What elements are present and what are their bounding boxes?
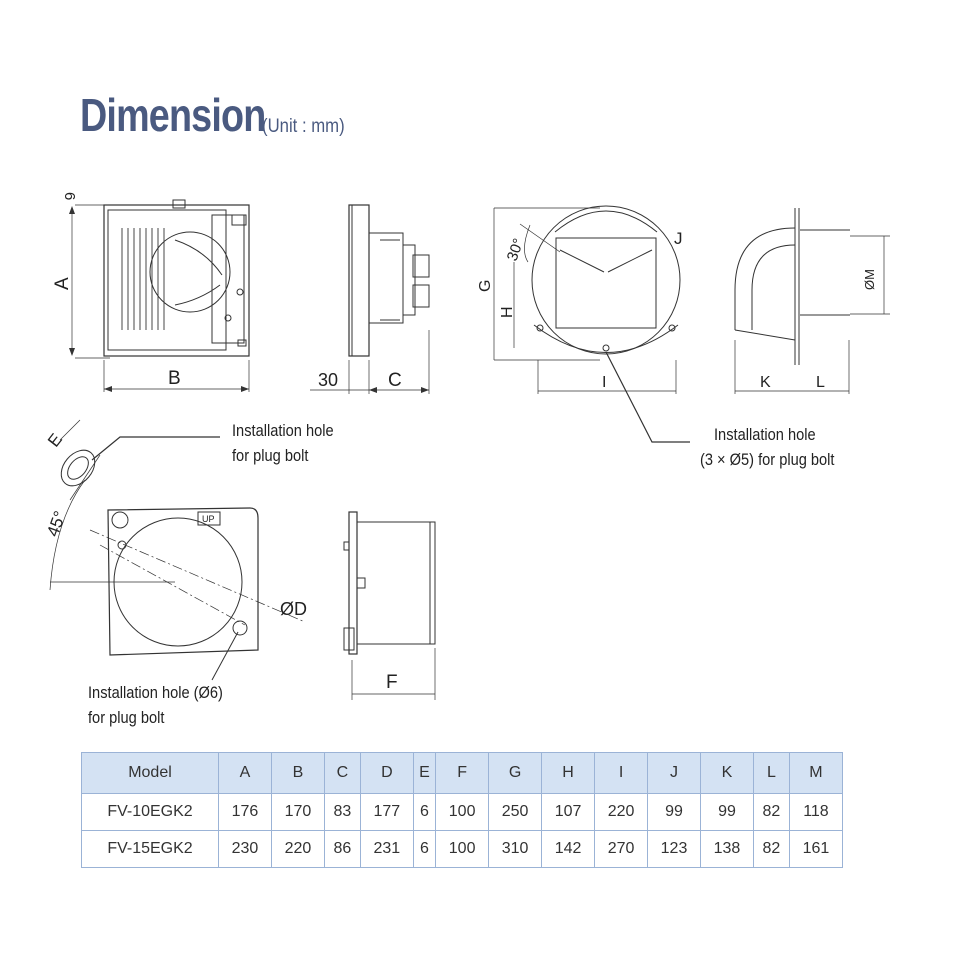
note-line: Installation hole	[232, 421, 334, 440]
table-cell: 161	[788, 830, 844, 868]
table-cell: 99	[700, 793, 754, 831]
label-six: 6	[61, 192, 78, 200]
label-m: ØM	[862, 269, 877, 290]
label-h: H	[499, 306, 516, 318]
header-cell: A	[218, 752, 272, 794]
table-cell: FV-10EGK2	[81, 793, 219, 831]
label-f: F	[386, 672, 398, 693]
table-cell: 82	[752, 830, 790, 868]
front-view	[69, 199, 250, 392]
hood-side-view	[734, 208, 890, 394]
table-cell: 86	[323, 830, 361, 868]
note-line: Installation hole	[714, 425, 816, 444]
note-plug-hole-2: Installation hole (Ø6) for plug bolt	[88, 680, 223, 730]
header-cell: H	[541, 752, 596, 794]
table-cell: 6	[412, 830, 437, 868]
label-b: B	[168, 368, 181, 389]
table-cell: 220	[594, 793, 649, 831]
unit-label: (Unit : mm)	[262, 116, 345, 137]
note-plug-hole-1: Installation hole for plug bolt	[232, 418, 334, 468]
table-cell: 118	[788, 793, 844, 831]
table-cell: 230	[218, 830, 272, 868]
note-hood-hole: Installation hole	[714, 422, 816, 447]
label-thirty: 30	[318, 370, 338, 390]
note-hood-hole-sub: (3 × Ø5) for plug bolt	[700, 447, 834, 472]
table-cell: 99	[647, 793, 701, 831]
plate-side-view	[343, 511, 436, 700]
label-g: G	[477, 280, 494, 292]
table-cell: 177	[359, 793, 414, 831]
table-cell: 170	[270, 793, 325, 831]
label-c: C	[388, 370, 402, 391]
label-thirty-deg: 30°	[504, 236, 528, 263]
header-cell: C	[323, 752, 361, 794]
table-cell: 176	[218, 793, 272, 831]
label-k: K	[760, 374, 771, 391]
note-line: for plug bolt	[88, 708, 165, 727]
table-cell: 250	[488, 793, 543, 831]
note-line: Installation hole (Ø6)	[88, 683, 223, 702]
header-cell: L	[752, 752, 790, 794]
table-cell: 310	[488, 830, 543, 868]
label-e: E	[44, 430, 66, 451]
table-cell: 231	[359, 830, 414, 868]
label-j: J	[674, 229, 683, 248]
title-text: Dimension	[80, 89, 266, 141]
table-cell: 138	[700, 830, 754, 868]
table-header-row: Model A B C D E F G H I J K L M	[81, 752, 844, 794]
header-cell: J	[647, 752, 701, 794]
header-cell: D	[359, 752, 414, 794]
note-line: (3 × Ø5) for plug bolt	[700, 450, 835, 469]
mounting-plate-view	[49, 419, 306, 681]
table-row: FV-10EGK2 176 170 83 177 6 100 250 107 2…	[81, 793, 844, 831]
header-cell: G	[488, 752, 543, 794]
label-forty-five: 45°	[43, 508, 70, 539]
header-cell: B	[270, 752, 325, 794]
label-l: L	[816, 374, 825, 391]
header-cell: F	[435, 752, 490, 794]
table-cell: 83	[323, 793, 361, 831]
header-cell: Model	[81, 752, 219, 794]
header-cell: M	[788, 752, 844, 794]
table-cell: 6	[412, 793, 437, 831]
label-i: I	[602, 374, 606, 391]
table-cell: 123	[647, 830, 701, 868]
header-cell: K	[700, 752, 754, 794]
note-line: for plug bolt	[232, 446, 309, 465]
table-cell: 270	[594, 830, 649, 868]
table-cell: 100	[435, 793, 490, 831]
table-cell: 100	[435, 830, 490, 868]
label-d: ØD	[280, 599, 307, 619]
dimension-table: Model A B C D E F G H I J K L M FV-10EGK…	[81, 752, 844, 868]
table-cell: FV-15EGK2	[81, 830, 219, 868]
page-title: Dimension	[80, 88, 306, 142]
header-cell: E	[412, 752, 437, 794]
header-cell: I	[594, 752, 649, 794]
table-cell: 220	[270, 830, 325, 868]
table-cell: 107	[541, 793, 596, 831]
hood-front-view	[493, 205, 690, 443]
label-a: A	[52, 277, 73, 290]
table-cell: 82	[752, 793, 790, 831]
table-cell: 142	[541, 830, 596, 868]
label-up-mark: UP	[202, 514, 215, 524]
side-view	[310, 204, 430, 394]
table-row: FV-15EGK2 230 220 86 231 6 100 310 142 2…	[81, 830, 844, 868]
